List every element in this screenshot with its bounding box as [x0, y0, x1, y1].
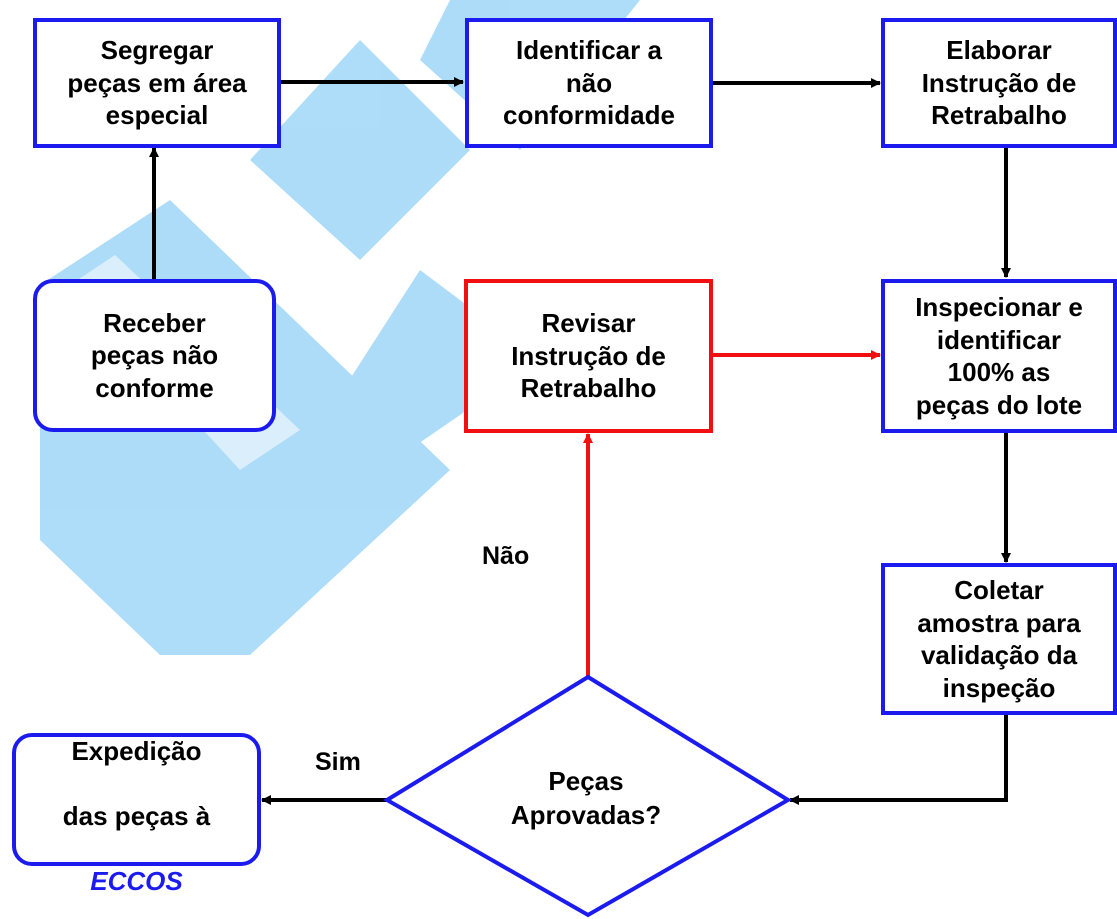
node-identificar-text: Identificar a não conformidade [503, 35, 675, 131]
node-revisar: Revisar Instrução de Retrabalho [464, 279, 713, 433]
edge-label-nao: Não [482, 542, 530, 570]
node-identificar: Identificar a não conformidade [465, 18, 713, 148]
node-inspecionar: Inspecionar e identificar 100% as peças … [881, 279, 1117, 433]
node-segregar-text: Segregar peças em área especial [67, 35, 247, 131]
node-expedicao-line1: Expedição [71, 735, 202, 766]
node-receber-text: Receber peças não conforme [90, 307, 219, 403]
arrows-red [583, 350, 881, 677]
node-elaborar-text: Elaborar Instrução de Retrabalho [921, 35, 1077, 131]
node-inspecionar-text: Inspecionar e identificar 100% as peças … [915, 292, 1083, 420]
node-expedicao-text: Expedição das peças à ECCOS [63, 702, 210, 897]
node-expedicao: Expedição das peças à ECCOS [12, 733, 261, 896]
arrow-coletar-to-decision [789, 714, 1008, 805]
node-coletar-text: Coletar amostra para validação da inspeç… [917, 575, 1081, 703]
node-expedicao-brand: ECCOS [90, 865, 183, 896]
node-elaborar: Elaborar Instrução de Retrabalho [881, 18, 1117, 148]
decision-text: Peças Aprovadas? [510, 766, 662, 830]
node-revisar-text: Revisar Instrução de Retrabalho [511, 308, 666, 404]
node-coletar: Coletar amostra para validação da inspeç… [881, 563, 1117, 715]
node-receber: Receber peças não conforme [33, 279, 276, 432]
arrows-black [149, 77, 1011, 805]
edge-label-sim: Sim [315, 748, 361, 776]
decision-diamond [383, 674, 792, 918]
node-expedicao-line2: das peças à [62, 800, 211, 831]
node-segregar: Segregar peças em área especial [33, 18, 281, 148]
